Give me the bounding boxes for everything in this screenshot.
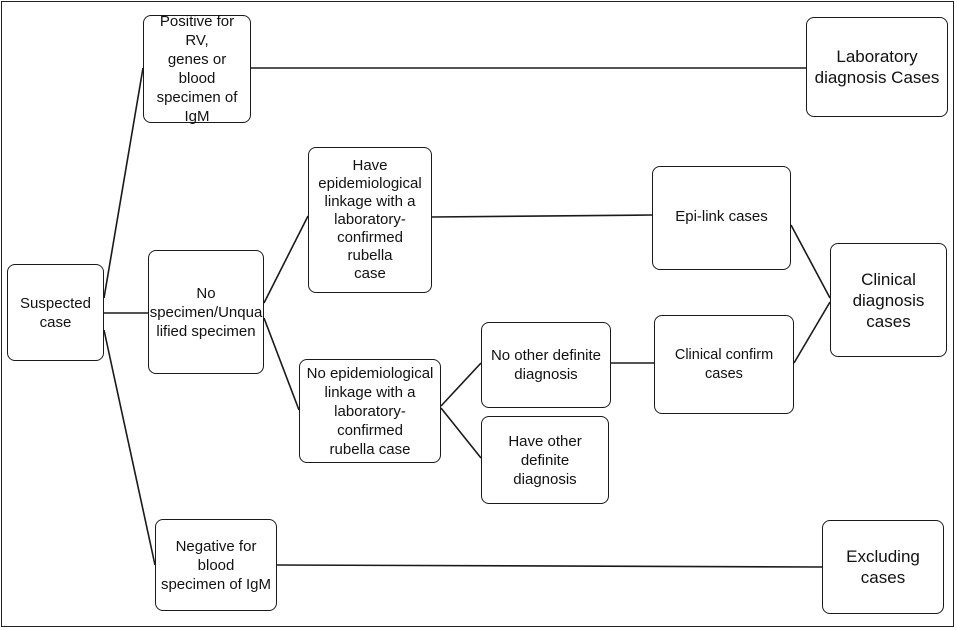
- link-suspected-positive: [103, 67, 144, 299]
- link-haveepi-epilink: [431, 214, 653, 218]
- clinical-confirm-cases-node: Clinical confirm cases: [654, 315, 794, 414]
- no-other-diagnosis-node: No other definite diagnosis: [481, 322, 611, 408]
- link-suspected-negative: [103, 329, 156, 566]
- have-other-diagnosis-node: Have other definite diagnosis: [481, 416, 609, 504]
- negative-node: Negative for blood specimen of IgM: [155, 519, 277, 611]
- link-noepi-haveother: [440, 407, 482, 459]
- positive-node: Positive for RV, genes or blood specimen…: [143, 13, 251, 125]
- link-epilink-clinicaldx: [790, 224, 831, 299]
- laboratory-diagnosis-node: Laboratory diagnosis Cases: [806, 17, 948, 117]
- epi-link-cases-node: Epi-link cases: [652, 166, 791, 270]
- clinical-diagnosis-node: Clinical diagnosis cases: [830, 243, 947, 357]
- link-nospecimen-noepi: [263, 317, 300, 411]
- no-specimen-node: No specimen/Unqua lified specimen: [148, 250, 264, 374]
- suspected-case-node: Suspected case: [7, 264, 104, 361]
- excluding-cases-node: Excluding cases: [822, 520, 944, 614]
- link-nospecimen-haveepi: [263, 215, 309, 304]
- link-noepi-noother: [440, 362, 482, 407]
- have-epi-linkage-node: Have epidemiological linkage with a labo…: [308, 147, 432, 293]
- link-clinical-clinicaldx: [793, 301, 831, 364]
- no-epi-linkage-node: No epidemiological linkage with a labora…: [299, 359, 441, 463]
- link-negative-excluding: [276, 564, 823, 568]
